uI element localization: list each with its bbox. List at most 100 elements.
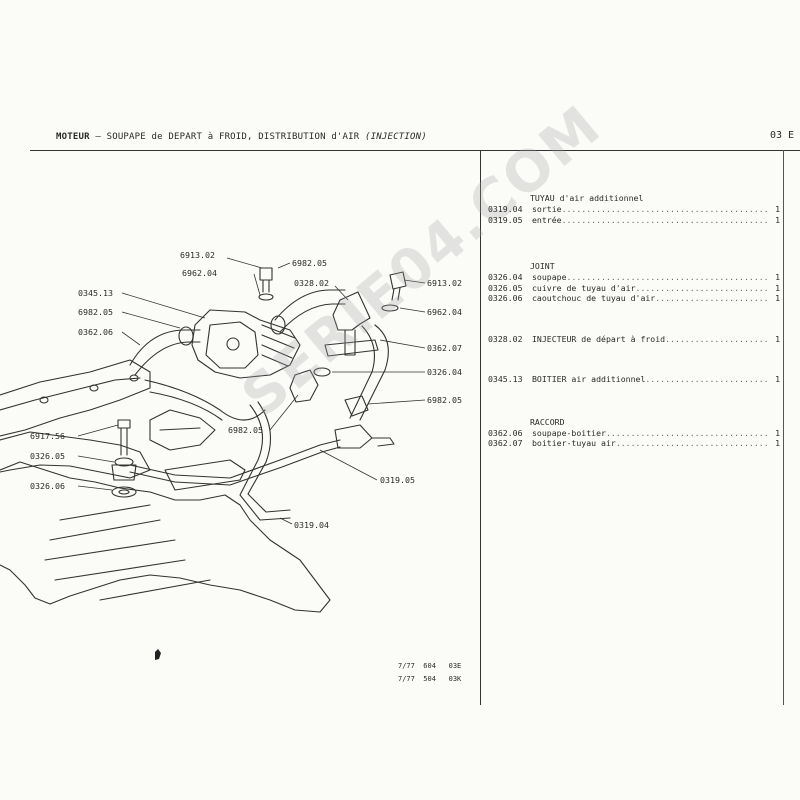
part-qty: 1 (775, 293, 780, 303)
leader-dots (606, 428, 768, 439)
joint-0326-05 (114, 457, 134, 467)
part-ref: 0362.07 (488, 438, 523, 448)
page-header-title: MOTEUR – SOUPAPE de DEPART à FROID, DIST… (56, 132, 427, 142)
callout-6962-04-left: 6962.04 (182, 268, 217, 278)
engine-manifold (0, 461, 331, 613)
air-valve-port (226, 337, 240, 351)
intake-runners (149, 409, 216, 451)
injector-flange (324, 339, 379, 357)
callout-6982-05-right: 6982.05 (427, 395, 462, 405)
part-desc: boitier-tuyau air (532, 438, 616, 448)
joint-0326-04 (313, 367, 331, 377)
callout-0362-06: 0362.06 (78, 327, 113, 337)
joint-0326-05-body (111, 464, 137, 481)
part-ref: 0345.13 (488, 374, 523, 384)
joint-0326-06-hole (118, 489, 130, 495)
header-subtitle: (INJECTION) (365, 132, 427, 142)
part-ref: 0319.05 (488, 214, 523, 225)
callout-0362-07: 0362.07 (427, 343, 462, 353)
section-name: MOTEUR (56, 132, 90, 142)
fitting-6982-right (344, 395, 369, 417)
footer-date: 7/77 (398, 675, 415, 683)
part-desc: cuivre de tuyau d'air (532, 282, 636, 293)
washer-6962-right (381, 304, 399, 312)
screw-6913-left (259, 267, 273, 293)
clip-6982-left (178, 326, 194, 346)
part-qty: 1 (775, 374, 780, 384)
right-rule (783, 150, 784, 705)
leader-dots (665, 334, 768, 345)
callout-0319-04: 0319.04 (294, 520, 329, 530)
part-desc: sortie (532, 204, 562, 214)
footer-model: 604 (423, 662, 436, 670)
part-qty: 1 (775, 333, 780, 344)
part-row: 0319.05 entrée 1 (488, 215, 780, 226)
pipe-0319-04 (239, 404, 291, 521)
part-qty: 1 (775, 438, 780, 448)
callout-0326-05: 0326.05 (30, 451, 65, 461)
group-title: RACCORD (530, 416, 565, 427)
callout-6962-04-right: 6962.04 (427, 307, 462, 317)
part-desc: soupape (532, 272, 567, 282)
head-bolts (39, 374, 139, 404)
callout-0328-02: 0328.02 (294, 278, 329, 288)
header-dash: – (89, 132, 107, 142)
part-row: 0326.06 caoutchouc de tuyau d'air 1 (488, 293, 780, 304)
part-desc: entrée (532, 214, 562, 225)
footer-model: 504 (423, 675, 436, 683)
footer-date: 7/77 (398, 662, 415, 670)
screw-6913-right (389, 271, 407, 301)
bolt-6917 (117, 419, 131, 456)
engine-block-outline (0, 359, 151, 437)
union-fitting (334, 424, 395, 449)
part-ref: 0326.05 (488, 282, 523, 293)
callout-6982-05-top: 6982.05 (292, 258, 327, 268)
callout-6917-56: 6917.56 (30, 431, 65, 441)
part-row: 0362.07 boitier-tuyau air 1 (488, 438, 780, 449)
callout-6982-05-left: 6982.05 (78, 307, 113, 317)
leader-dots (645, 374, 768, 385)
callout-0319-05: 0319.05 (380, 475, 415, 485)
part-qty: 1 (775, 204, 780, 214)
header-rule (30, 150, 800, 151)
parts-group-joint: JOINT 0326.04 soupape 1 0326.05 cuivre de t… (488, 261, 780, 304)
parts-list: TUYAU d'air additionnel 0319.04 sortie 1 0… (488, 193, 780, 467)
part-desc: BOITIER air additionnel (532, 374, 646, 384)
housing-fins (261, 324, 296, 367)
pipe-0319-05 (129, 439, 341, 479)
part-qty: 1 (775, 272, 780, 282)
callout-0326-04: 0326.04 (427, 367, 462, 377)
leader-dots (562, 215, 768, 226)
exploded-diagram: 6913.02 6962.04 6982.05 0328.02 6913.02 … (0, 250, 462, 660)
footer-code: 03K (448, 675, 462, 683)
parts-group-tuyau: TUYAU d'air additionnel 0319.04 sortie 1 0… (488, 193, 780, 225)
part-row: 0319.04 sortie 1 (488, 204, 780, 215)
part-qty: 1 (775, 427, 780, 438)
leader-dots (636, 283, 768, 294)
part-ref: 0319.04 (488, 204, 523, 214)
group-title: JOINT (530, 261, 555, 271)
part-ref: 0326.04 (488, 272, 523, 282)
part-ref: 0328.02 (488, 333, 523, 344)
callout-6982-05-lower: 6982.05 (228, 425, 263, 435)
leader-dots (562, 204, 768, 215)
callout-0326-06: 0326.06 (30, 481, 65, 491)
hose-0362-06 (129, 329, 266, 421)
part-qty: 1 (775, 214, 780, 225)
engine-block-top (0, 377, 141, 411)
fitting-6982-lower (289, 369, 319, 403)
clip-6982-top (270, 315, 286, 335)
part-ref: 0326.06 (488, 293, 523, 303)
leader-dots (567, 272, 768, 283)
footer-ref-504: 7/77 504 03K (398, 675, 461, 683)
group-title: TUYAU d'air additionnel (530, 193, 644, 203)
ink-mark (155, 649, 161, 660)
part-desc: caoutchouc de tuyau d'air (532, 293, 656, 303)
manifold-ribs (44, 504, 211, 601)
air-valve-housing (191, 309, 301, 379)
